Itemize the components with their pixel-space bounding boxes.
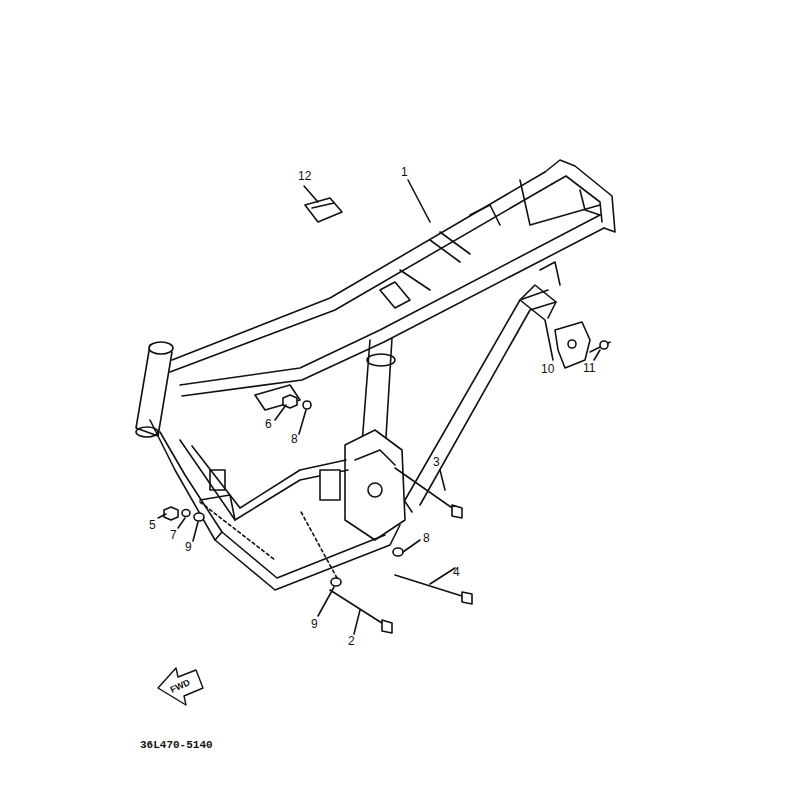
callout-number: 2: [348, 635, 355, 647]
callout-number: 11: [583, 362, 595, 374]
callout-number: 12: [298, 170, 311, 182]
diagram-code: 36L470-5140: [140, 740, 213, 751]
callout-number: 6: [265, 418, 272, 430]
callout-number: 7: [170, 529, 177, 541]
callout-number: 9: [185, 541, 192, 553]
callout-number: 5: [149, 519, 156, 531]
callout-number: 9: [311, 618, 318, 630]
callout-number: 8: [291, 433, 298, 445]
callout-number: 10: [541, 363, 554, 375]
callout-number: 8: [423, 532, 430, 544]
callout-number: 3: [433, 456, 440, 468]
callout-number: 1: [401, 166, 408, 178]
callout-number: 4: [453, 566, 460, 578]
